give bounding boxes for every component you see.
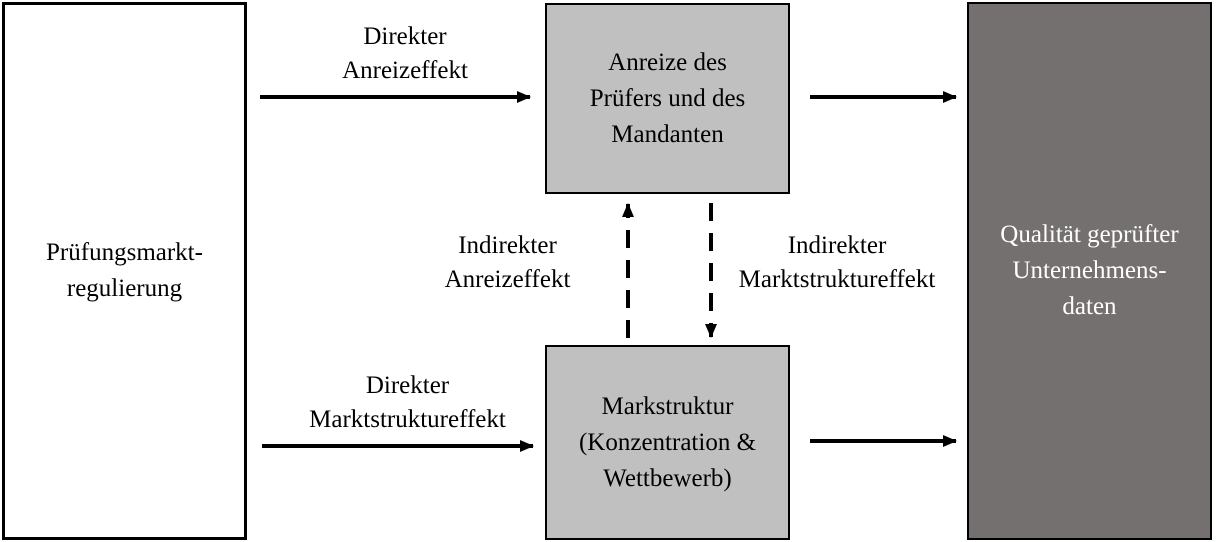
indirect-market-structure-effect-label: Indirekter Marktstruktureffekt <box>738 232 936 293</box>
market-structure-label: Markstruktur (Konzentration & Wettbewerb… <box>578 392 757 492</box>
direct-incentive-effect-label: Direkter Anreizeffekt <box>342 23 468 84</box>
incentives-label: Anreize des Prüfers und des Mandanten <box>589 48 746 148</box>
incentives-box: Anreize des Prüfers und des Mandanten <box>545 3 790 194</box>
regulation-box: Prüfungsmarkt- regulierung <box>2 2 247 540</box>
quality-label: Qualität geprüfter Unternehmens- daten <box>1000 221 1179 320</box>
regulation-label: Prüfungsmarkt- regulierung <box>46 239 203 302</box>
indirect-incentive-effect-label: Indirekter Anreizeffekt <box>444 232 571 293</box>
direct-market-structure-effect-label: Direkter Marktstruktureffekt <box>309 372 506 433</box>
quality-box: Qualität geprüfter Unternehmens- daten <box>967 2 1212 540</box>
market-structure-box: Markstruktur (Konzentration & Wettbewerb… <box>545 345 790 540</box>
